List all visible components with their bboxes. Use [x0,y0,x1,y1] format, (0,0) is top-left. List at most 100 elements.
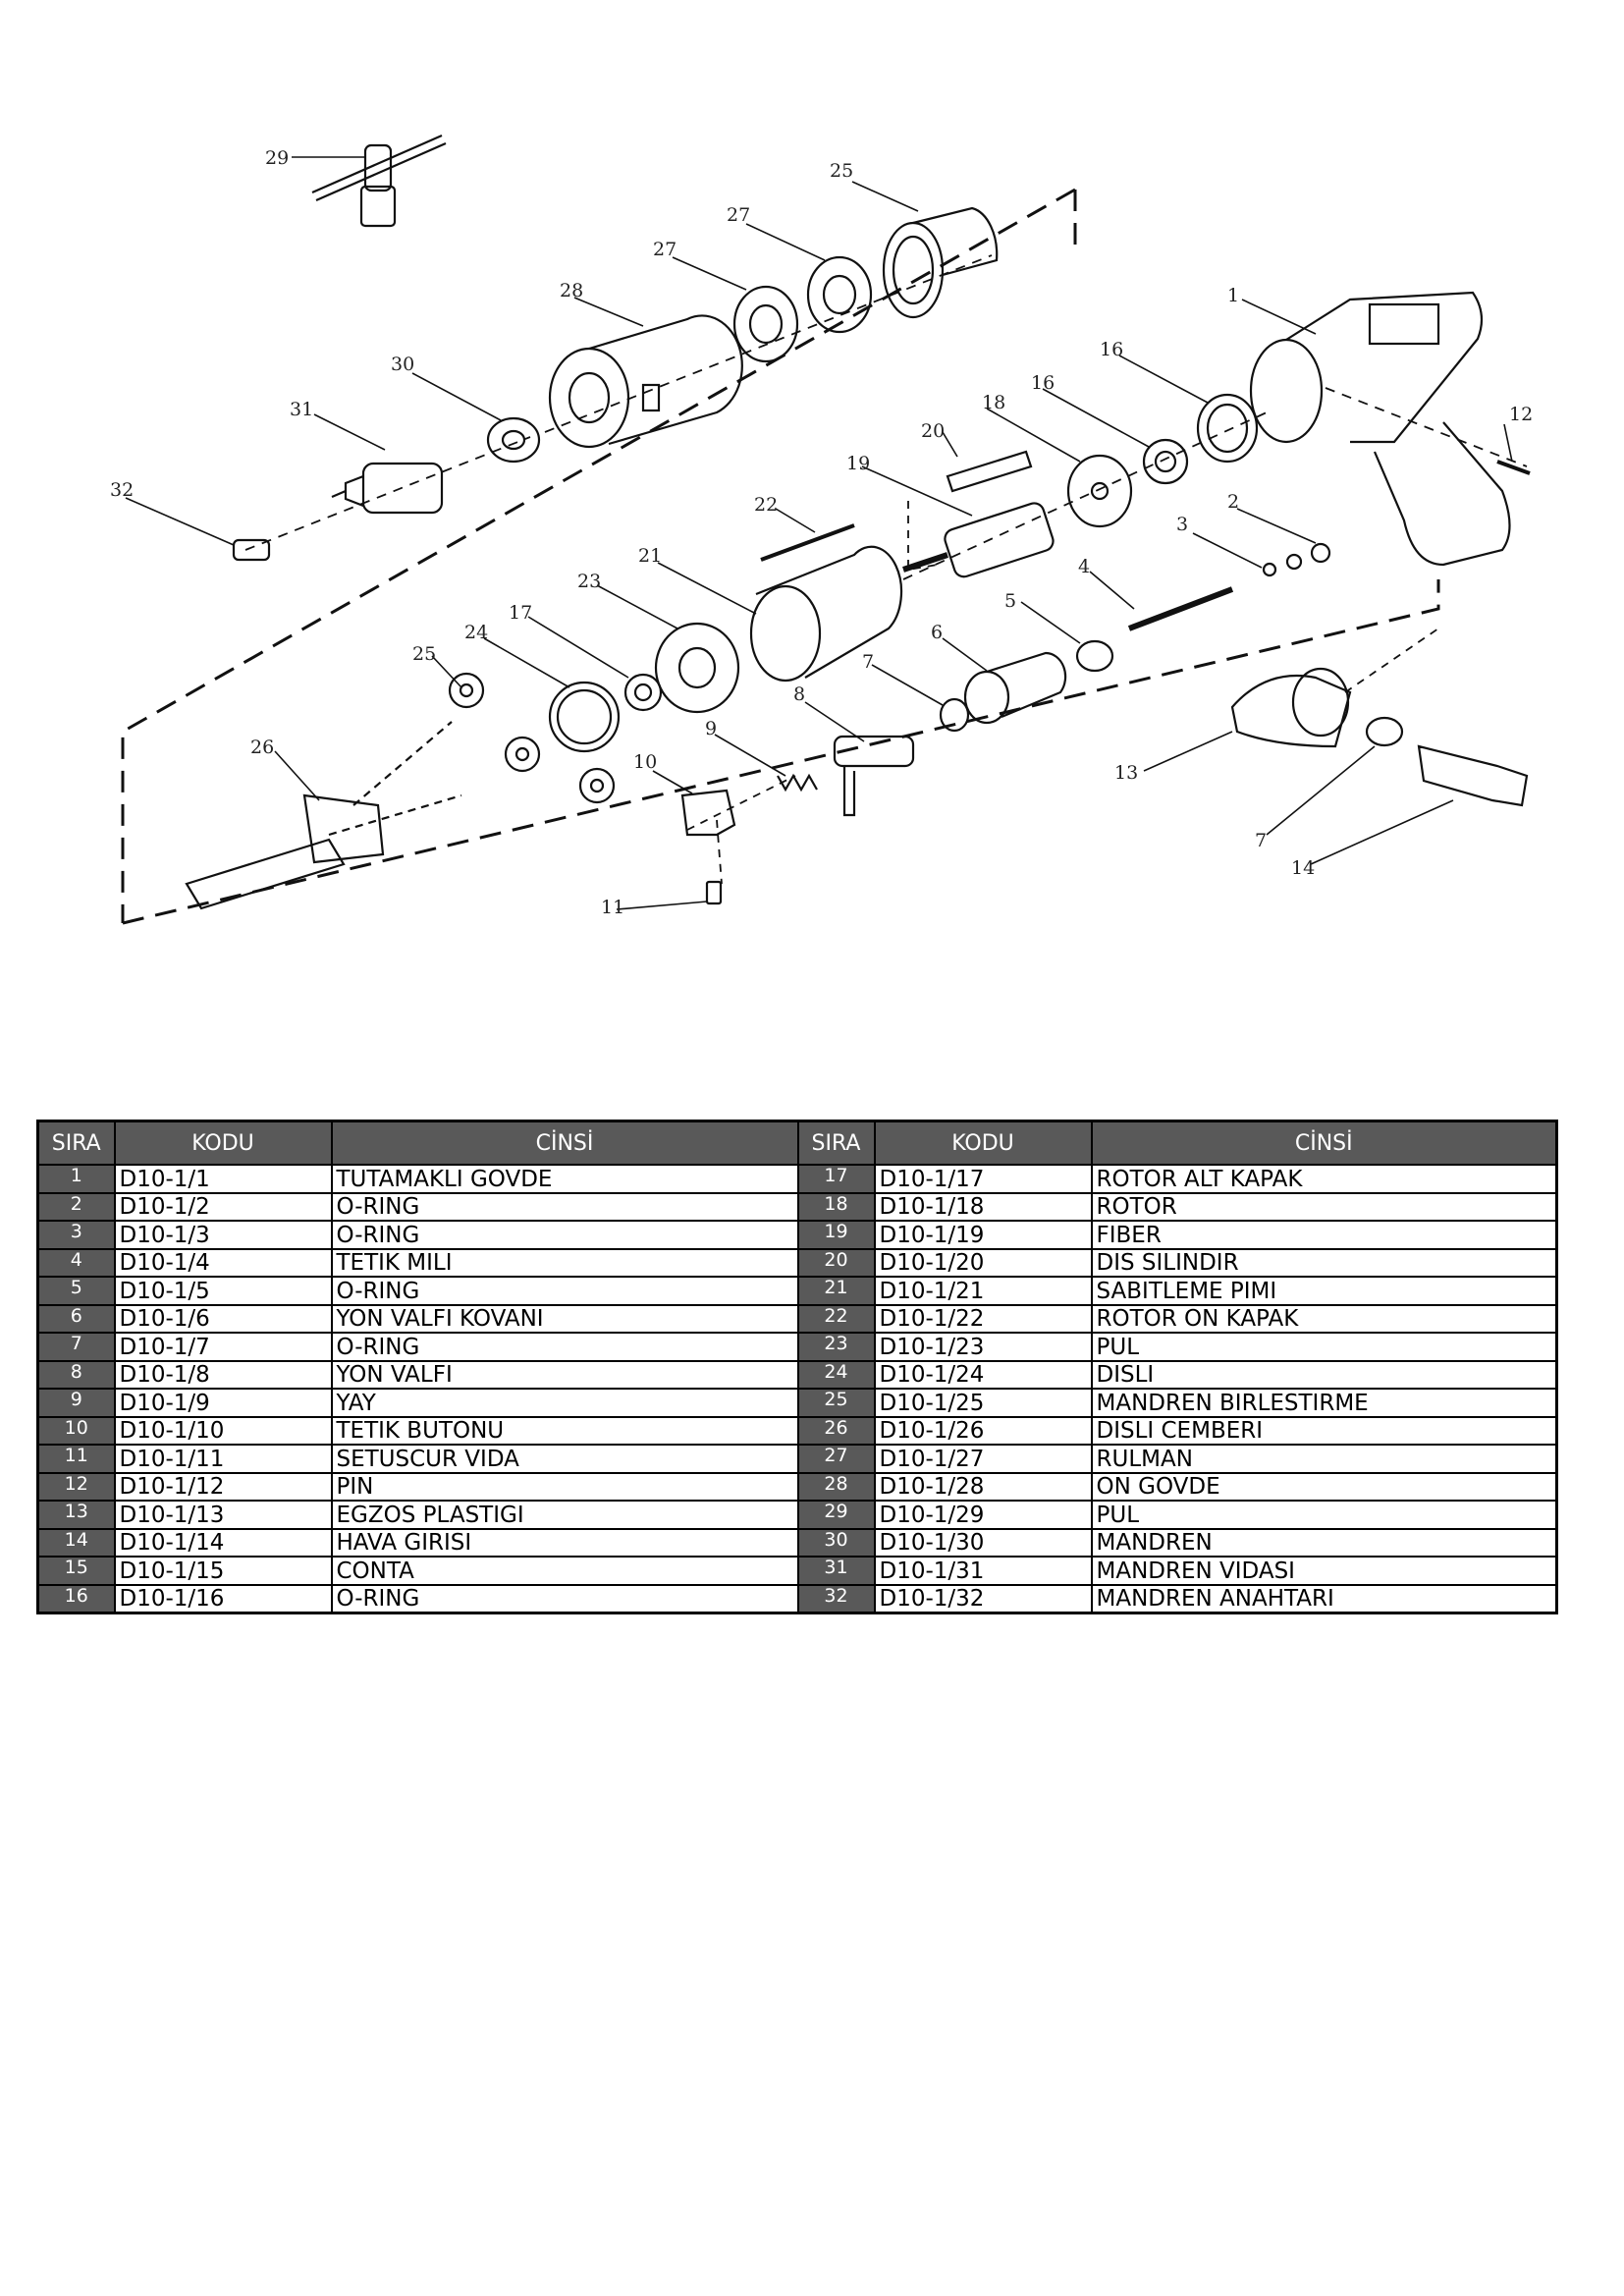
table-row: 7 D10-1/7 O-RING 23 D10-1/23 PUL [36,1332,1558,1362]
header-kodu: KODU [113,1120,333,1166]
row-number: 20 [796,1247,876,1278]
callout-30: 31 [290,399,313,420]
callout-9: 9 [705,718,717,739]
callout-15: 16 [1100,339,1123,360]
row-number: 27 [796,1444,876,1474]
table-row: 4 D10-1/4 TETIK MILI 20 D10-1/20 DIS SIL… [36,1247,1558,1278]
part-30-chuck [331,462,444,515]
table-row: 2 D10-1/2 O-RING 18 D10-1/18 ROTOR [36,1191,1558,1222]
part-code: D10-1/21 [873,1276,1093,1306]
callout-24: 25 [412,643,436,665]
row-number: 9 [36,1388,116,1418]
part-code: D10-1/25 [873,1388,1093,1418]
part-code: D10-1/10 [113,1415,333,1446]
part-code: D10-1/8 [113,1359,333,1390]
part-name: O-RING [330,1332,799,1362]
part-code: D10-1/4 [113,1247,333,1278]
part-name: CONTA [330,1556,799,1586]
part-16-oring [1142,438,1189,485]
part-name: EGZOS PLASTIGI [330,1500,799,1530]
part-code: D10-1/24 [873,1359,1093,1390]
callout-17: 18 [982,392,1005,413]
part-name: YAY [330,1388,799,1418]
part-code: D10-1/22 [873,1303,1093,1334]
part-name: PUL [1090,1332,1558,1362]
part-code: D10-1/15 [113,1556,333,1586]
row-number: 3 [36,1220,116,1250]
part-code: D10-1/31 [873,1556,1093,1586]
part-name: DISLI CEMBERI [1090,1415,1558,1446]
callout-8: 8 [793,683,805,705]
part-code: D10-1/30 [873,1527,1093,1558]
table-row: 16 D10-1/16 O-RING 32 D10-1/32 MANDREN A… [36,1583,1558,1614]
callout-5: 5 [1004,590,1016,612]
part-name: YON VALFI [330,1359,799,1390]
part-6-valve-bush [963,651,1067,725]
part-name: SABITLEME PIMI [1090,1276,1558,1306]
row-number: 14 [36,1527,116,1558]
part-14-air-inlet [1417,744,1529,807]
callout-22: 23 [577,571,601,592]
part-name: ROTOR ON KAPAK [1090,1303,1558,1334]
row-number: 2 [36,1191,116,1222]
header-sira: SIRA [36,1120,116,1166]
part-15-gasket [1196,393,1259,464]
row-number: 18 [796,1191,876,1222]
table-row: 6 D10-1/6 YON VALFI KOVANI 22 D10-1/22 R… [36,1303,1558,1334]
part-code: D10-1/26 [873,1415,1093,1446]
part-code: D10-1/12 [113,1471,333,1502]
part-name: ROTOR [1090,1191,1558,1222]
part-24-gears [448,672,616,804]
part-code: D10-1/27 [873,1444,1093,1474]
row-number: 24 [796,1359,876,1390]
callout-26: 25 [830,160,853,182]
callout-16: 16 [1031,372,1055,394]
part-name: TUTAMAKLI GOVDE [330,1164,799,1194]
part-code: D10-1/29 [873,1500,1093,1530]
row-number: 28 [796,1471,876,1502]
row-number: 6 [36,1303,116,1334]
row-number: 17 [796,1164,876,1194]
part-name: DISLI [1090,1359,1558,1390]
callout-6: 6 [931,622,943,643]
row-number: 22 [796,1303,876,1334]
row-number: 31 [796,1556,876,1586]
part-8-direction-valve [833,735,915,817]
part-code: D10-1/16 [113,1583,333,1614]
table-row: 15 D10-1/15 CONTA 31 D10-1/31 MANDREN VI… [36,1556,1558,1586]
table-row: 13 D10-1/13 EGZOS PLASTIGI 29 D10-1/29 P… [36,1500,1558,1530]
callout-10: 10 [633,751,657,773]
callout-16b: 17 [509,602,532,624]
callout-13: 13 [1114,762,1138,784]
callout-12: 12 [1509,404,1533,425]
part-code: D10-1/19 [873,1220,1093,1250]
part-25-chuck-assembly [185,721,462,910]
part-name: MANDREN VIDASI [1090,1556,1558,1586]
callout-2: 2 [1227,491,1239,513]
part-code: D10-1/28 [873,1471,1093,1502]
callout-1: 1 [1227,285,1239,306]
part-code: D10-1/7 [113,1332,333,1362]
part-code: D10-1/11 [113,1444,333,1474]
part-26-ring-gear [882,206,999,319]
table-row: 10 D10-1/10 TETIK BUTONU 26 D10-1/26 DIS… [36,1415,1558,1446]
part-code: D10-1/18 [873,1191,1093,1222]
callout-7b: 7 [1255,830,1267,851]
row-number: 21 [796,1276,876,1306]
part-18-rotor [902,502,1055,578]
callout-4: 4 [1078,556,1090,577]
row-number: 15 [36,1556,116,1586]
part-name: TETIK MILI [330,1247,799,1278]
part-code: D10-1/1 [113,1164,333,1194]
callout-19: 20 [921,420,945,442]
part-code: D10-1/20 [873,1247,1093,1278]
parts-table: SIRA KODU CİNSİ SIRA KODU CİNSİ 1 D10-1/… [36,1120,1558,1614]
part-name: ON GOVDE [1090,1471,1558,1502]
callout-14: 14 [1291,857,1315,879]
table-row: 9 D10-1/9 YAY 25 D10-1/25 MANDREN BIRLES… [36,1388,1558,1418]
part-name: O-RING [330,1583,799,1614]
table-row: 1 D10-1/1 TUTAMAKLI GOVDE 17 D10-1/17 RO… [36,1164,1558,1194]
table-row: 3 D10-1/3 O-RING 19 D10-1/19 FIBER [36,1220,1558,1250]
part-code: D10-1/14 [113,1527,333,1558]
callout-27b: 27 [653,239,677,260]
